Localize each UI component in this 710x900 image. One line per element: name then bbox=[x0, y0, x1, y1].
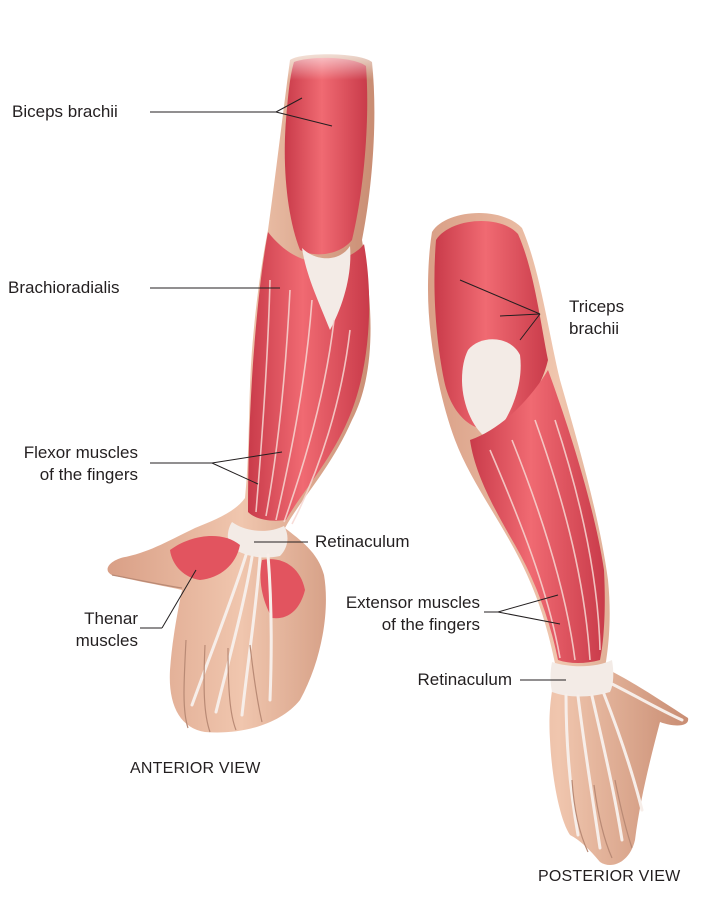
biceps-brachii-label: Biceps brachii bbox=[12, 102, 118, 121]
anterior-retinaculum-label: Retinaculum bbox=[315, 532, 410, 551]
posterior-view-caption: POSTERIOR VIEW bbox=[538, 868, 681, 885]
triceps-brachii-label-line1: Triceps bbox=[569, 297, 625, 316]
thenar-muscles-label-line1: Thenar bbox=[84, 609, 138, 628]
brachioradialis-label: Brachioradialis bbox=[8, 278, 120, 297]
posterior-forearm-fibres bbox=[489, 419, 601, 661]
thenar-muscles-label-line2: muscles bbox=[75, 631, 138, 650]
thenar-muscle bbox=[170, 535, 240, 580]
forearm-fibres bbox=[255, 279, 351, 525]
posterior-retinaculum-label: Retinaculum bbox=[417, 670, 513, 689]
bicipital-aponeurosis bbox=[302, 246, 351, 330]
anterior-view-caption: ANTERIOR VIEW bbox=[130, 760, 261, 777]
anterior-finger-tendons bbox=[190, 553, 273, 717]
biceps-muscle bbox=[284, 57, 368, 255]
posterior-finger-outlines bbox=[571, 779, 633, 859]
forearm-extensor-mass bbox=[470, 370, 605, 663]
posterior-retinaculum bbox=[550, 660, 614, 697]
anterior-retinaculum bbox=[227, 522, 288, 558]
posterior-arm bbox=[428, 212, 689, 866]
anterior-finger-outlines bbox=[111, 574, 263, 733]
extensor-muscles-label-line2: of the fingers bbox=[381, 615, 480, 634]
flexor-muscles-label-line1: Flexor muscles bbox=[23, 443, 138, 462]
flexor-muscles-label-line2: of the fingers bbox=[39, 465, 138, 484]
anterior-arm bbox=[107, 40, 390, 733]
triceps-tendon bbox=[462, 339, 521, 440]
extensor-muscles-label-line1: Extensor muscles bbox=[345, 593, 480, 612]
leader-lines bbox=[140, 97, 566, 681]
triceps-brachii-label-line2: brachii bbox=[569, 319, 620, 338]
posterior-finger-tendons bbox=[564, 682, 684, 850]
